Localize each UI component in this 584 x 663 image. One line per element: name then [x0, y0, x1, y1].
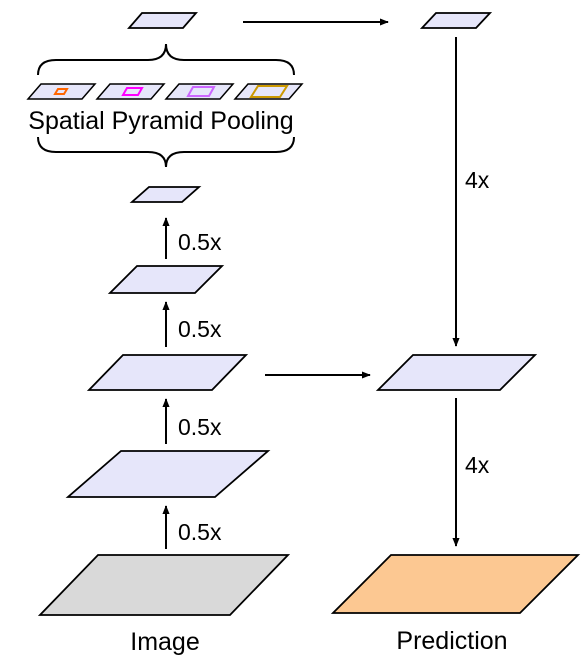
- image-caption: Image: [130, 628, 199, 656]
- scale-label-4: 0.5x: [178, 229, 222, 255]
- spp-brace-top: [37, 43, 295, 76]
- upsample-label-2: 4x: [465, 452, 490, 478]
- feature-map-level-3: [107, 265, 225, 294]
- feature-map-level-4: [129, 186, 202, 203]
- spp-pool-1x1: [26, 83, 97, 100]
- feature-map-level-2: [86, 354, 249, 391]
- scale-label-2: 0.5x: [178, 414, 222, 440]
- decoder-top-map: [419, 12, 493, 29]
- input-image-plane: [37, 554, 291, 616]
- feature-map-level-1: [65, 450, 271, 498]
- spp-pool-4x4: [233, 83, 304, 100]
- spp-pool-3x3: [164, 83, 235, 100]
- spp-output-map: [127, 12, 198, 29]
- spp-label: Spatial Pyramid Pooling: [28, 107, 293, 135]
- decoder-concat-map: [375, 354, 538, 391]
- upsample-label-1: 4x: [465, 167, 490, 193]
- prediction-map: [330, 554, 581, 614]
- scale-label-3: 0.5x: [178, 316, 222, 342]
- spp-pool-2x2: [95, 83, 166, 100]
- spp-brace-bottom: [37, 136, 295, 168]
- scale-label-1: 0.5x: [178, 519, 222, 545]
- prediction-caption: Prediction: [396, 627, 507, 655]
